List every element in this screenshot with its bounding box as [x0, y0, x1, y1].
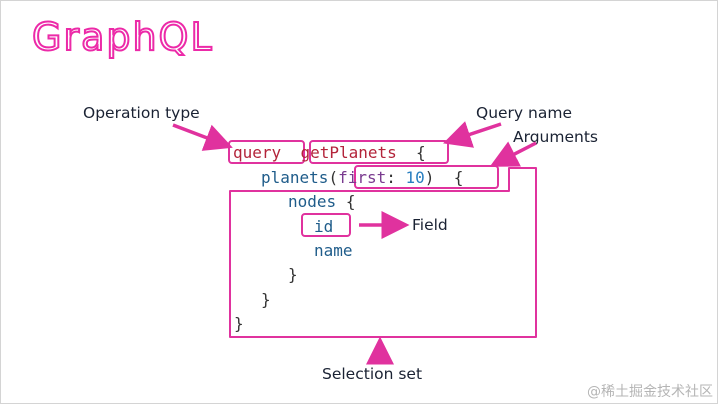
selection-set-label: Selection set [322, 365, 423, 383]
arguments-box [354, 165, 499, 189]
field-label: Field [412, 216, 448, 234]
code-line-5: name [314, 241, 353, 260]
code-line-8: } [234, 314, 244, 333]
close-brace-1: } [234, 314, 244, 333]
code-line-2: planets(first: 10) { [261, 168, 463, 187]
name-field: name [314, 241, 353, 260]
arguments-arrow [489, 141, 537, 167]
code-line-7: } [261, 290, 271, 309]
nodes-field: nodes [288, 192, 337, 211]
query-name-label: Query name [476, 104, 572, 122]
planets-field: planets [261, 168, 329, 187]
operation-type-arrow [172, 123, 233, 151]
code-line-3: nodes { [288, 192, 355, 211]
open-brace-2: { [453, 168, 464, 187]
code-line-6: } [288, 265, 298, 284]
open-brace-1: { [416, 143, 426, 162]
arg-name: first [338, 168, 387, 187]
operation-type-box [228, 140, 305, 164]
arg-colon: : [386, 168, 396, 187]
arguments-label: Arguments [513, 128, 598, 146]
code-line-4: id [314, 217, 333, 236]
paren-close: ) [424, 168, 435, 187]
query-keyword: query [233, 143, 282, 162]
operation-type-label: Operation type [83, 104, 200, 122]
paren-open: ( [328, 168, 339, 187]
watermark: @稀土掘金技术社区 [587, 384, 713, 400]
close-brace-2: } [261, 290, 271, 309]
field-box [301, 213, 351, 237]
code-line-1: query getPlanets { [233, 143, 426, 162]
selection-set-outline [229, 167, 537, 338]
page-title: GraphQL [31, 14, 214, 60]
query-name-box [309, 140, 449, 164]
arg-value: 10 [405, 168, 425, 187]
open-brace-3: { [345, 192, 356, 211]
query-name-arrow [443, 121, 502, 148]
close-brace-3: } [288, 265, 298, 284]
id-field: id [314, 217, 334, 236]
query-name-text: getPlanets [300, 143, 397, 162]
